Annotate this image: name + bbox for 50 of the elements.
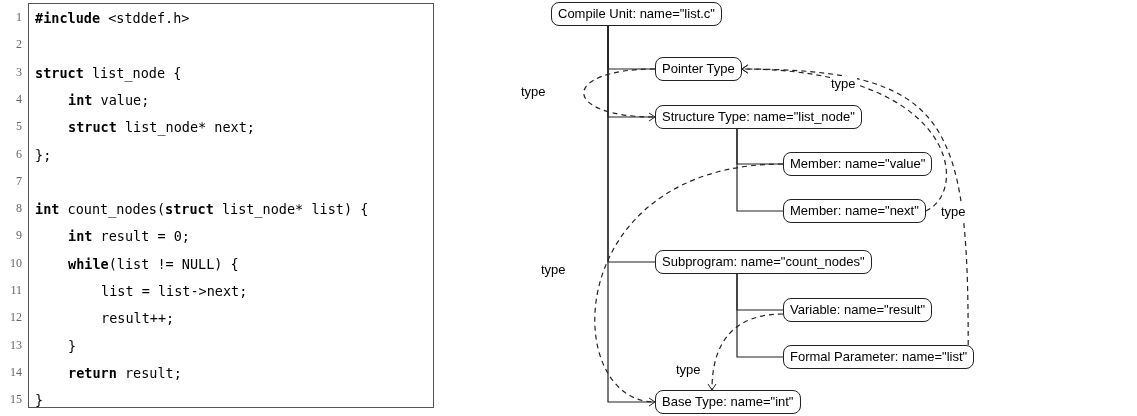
line-number: 4 bbox=[15, 90, 22, 107]
code-listing-panel bbox=[28, 3, 434, 408]
line-number: 9 bbox=[15, 227, 22, 244]
code-line: int value; bbox=[68, 91, 150, 108]
line-number: 5 bbox=[15, 118, 22, 135]
line-number: 14 bbox=[9, 363, 22, 380]
edge-label: type bbox=[540, 262, 567, 278]
tree-node-box: Member: name="value" bbox=[783, 152, 933, 176]
tree-node-box: Structure Type: name="list_node" bbox=[655, 105, 862, 129]
dashed-arrow bbox=[583, 68, 656, 122]
dashed-arrow bbox=[741, 64, 969, 346]
line-number: 3 bbox=[15, 63, 22, 80]
edge-label: type bbox=[940, 204, 967, 220]
code-line: struct list_node* next; bbox=[68, 119, 255, 136]
line-number: 11 bbox=[9, 282, 22, 298]
line-number: 10 bbox=[9, 254, 22, 271]
tree-connector bbox=[607, 25, 656, 403]
dashed-arrow bbox=[594, 163, 784, 406]
tree-node-box: Member: name="next" bbox=[783, 199, 926, 223]
line-number: 7 bbox=[15, 172, 22, 189]
tree-node-box: Compile Unit: name="list.c" bbox=[551, 2, 722, 26]
tree-node-box: Pointer Type bbox=[655, 57, 742, 81]
dashed-arrow bbox=[707, 313, 784, 391]
edge-label: type bbox=[830, 76, 857, 92]
line-number: 8 bbox=[15, 200, 22, 217]
line-number: 12 bbox=[9, 309, 22, 326]
line-number: 6 bbox=[15, 145, 22, 162]
code-line: return result; bbox=[68, 364, 182, 381]
code-line: result++; bbox=[101, 310, 175, 327]
tree-node-box: Subprogram: name="count_nodes" bbox=[655, 250, 872, 274]
edge-label: type bbox=[675, 362, 702, 378]
code-line: #include <stddef.h> bbox=[35, 10, 190, 26]
code-line: }; bbox=[35, 146, 52, 163]
tree-node-box: Base Type: name="int" bbox=[655, 390, 801, 414]
code-line: while(list != NULL) { bbox=[68, 255, 239, 272]
code-line: int result = 0; bbox=[68, 228, 190, 245]
tree-connector bbox=[736, 273, 784, 358]
code-line: } bbox=[68, 337, 77, 354]
code-line: struct list_node { bbox=[35, 64, 182, 81]
code-line: int count_nodes(struct list_node* list) { bbox=[35, 201, 369, 218]
line-number: 13 bbox=[9, 336, 22, 353]
line-number: 1 bbox=[15, 9, 22, 25]
tree-connector bbox=[736, 128, 784, 212]
tree-node-box: Variable: name="result" bbox=[783, 298, 933, 322]
code-line: list = list->next; bbox=[101, 283, 248, 299]
line-number: 15 bbox=[9, 391, 22, 408]
tree-node-box: Formal Parameter: name="list" bbox=[783, 345, 975, 369]
code-line: } bbox=[35, 392, 44, 409]
edge-label: type bbox=[520, 84, 547, 100]
line-number: 2 bbox=[15, 36, 22, 53]
